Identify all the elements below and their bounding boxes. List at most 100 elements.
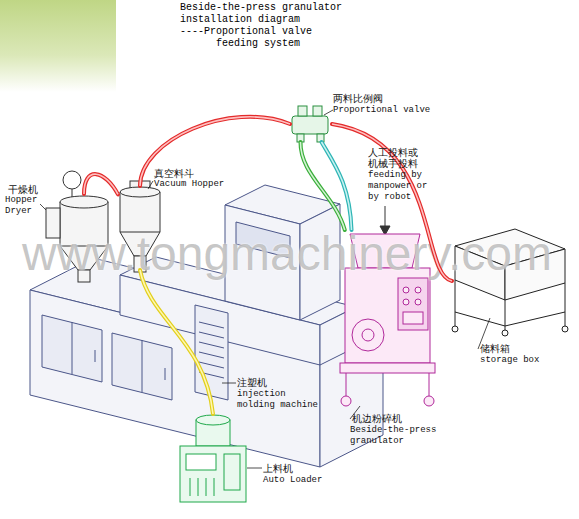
auto-loader-part: [224, 454, 240, 490]
injection-machine-part: [199, 372, 224, 378]
machine-node: 上料机Auto Loader: [178, 414, 248, 506]
machine-label: 注塑机: [237, 377, 267, 388]
machine-label: Beside-the-press granulator: [350, 425, 442, 447]
injection-machine-part: [72, 322, 73, 374]
granulator-part: [398, 278, 428, 330]
hose-line: [332, 124, 452, 281]
leader-line-part: [247, 468, 262, 469]
injection-machine-part: [112, 333, 172, 400]
storage-box-part: [452, 326, 458, 332]
machine-node: 注塑机injection molding machine: [30, 300, 330, 410]
injection-machine-part: [195, 305, 228, 400]
machine-label: 机边粉碎机: [352, 413, 402, 424]
hose-line: [140, 270, 213, 414]
storage-box-part: [565, 283, 566, 326]
storage-box-part: [455, 312, 565, 326]
hopper-dryer-part: [63, 171, 81, 189]
hose-line: [140, 270, 213, 414]
storage-box-part: [562, 326, 568, 332]
auto-loader-part: [206, 478, 207, 496]
auto-loader-part: [186, 454, 216, 470]
auto-loader-part: [196, 415, 230, 425]
proportional-valve-part: [313, 106, 322, 116]
hose-line: [84, 174, 118, 194]
machine-label: 上料机: [263, 463, 293, 474]
machine-label: 干燥机: [8, 184, 38, 195]
hose-line: [140, 117, 290, 186]
hose-line: [84, 174, 118, 194]
machine-node: 两料比例阀Proportional valve: [290, 112, 332, 142]
machine-label: injection molding machine: [237, 389, 325, 411]
storage-box-part: [455, 280, 456, 326]
storage-box-part: [502, 330, 508, 336]
hose-line: [140, 117, 290, 186]
granulator-part: [403, 299, 409, 305]
machine-label: Vacuum Hopper: [154, 179, 224, 190]
corner-band: [0, 0, 116, 92]
injection-machine-part: [42, 315, 102, 382]
hose-line: [322, 142, 352, 230]
auto-loader-part: [190, 478, 191, 496]
machine-node: 真空料斗Vacuum Hopper: [118, 186, 162, 270]
leader-line: [40, 110, 490, 468]
injection-machine-part: [142, 340, 143, 392]
watermark: www.tongmachinery.com: [22, 228, 552, 280]
hose-line: [300, 142, 344, 230]
injection-machine-part: [199, 342, 224, 348]
granulator-part: [403, 312, 423, 324]
machine-label: 储料箱: [480, 343, 510, 354]
machine-label: Proportional valve: [333, 105, 430, 116]
machine-label: 真空料斗: [154, 168, 194, 179]
feed-note: 人工投料或机械手投料: [368, 147, 420, 169]
proportional-valve-part: [297, 134, 304, 142]
granulator-part: [346, 373, 347, 396]
proportional-valve-part: [317, 134, 324, 142]
injection-machine-part: [165, 368, 166, 380]
hose-line: [140, 117, 290, 186]
granulator-part: [429, 373, 430, 396]
hose-line: [332, 124, 452, 281]
granulator-part: [340, 363, 435, 373]
leader-line-part: [148, 181, 153, 189]
injection-machine-part: [95, 350, 96, 362]
leader-line-part: [40, 204, 46, 210]
granulator-part: [415, 287, 421, 293]
hose-line: [84, 174, 118, 194]
feed-note: feeding by manpower or by robot: [368, 170, 434, 203]
machine-label: Auto Loader: [263, 475, 322, 486]
feed-arrow-part: [385, 206, 386, 228]
injection-machine-part: [199, 352, 224, 358]
machine-node: 干燥机Hopper Dryer: [58, 194, 110, 274]
hopper-dryer-part: [60, 196, 108, 208]
auto-loader-part: [180, 446, 246, 502]
machine-label: Hopper Dryer: [5, 195, 45, 217]
auto-loader-part: [214, 478, 215, 496]
granulator-part: [362, 329, 374, 341]
injection-machine-part: [199, 322, 224, 328]
proportional-valve: [292, 106, 328, 142]
leader-line-part: [324, 110, 333, 115]
machine-node: 机边粉碎机Beside-the-press granulator: [340, 230, 436, 408]
title-shape: [306, 2, 348, 50]
proportional-valve-part: [292, 116, 328, 134]
hose-line: [300, 142, 344, 230]
granulator-part: [415, 299, 421, 305]
machine-label: storage box: [480, 355, 539, 366]
hose-line: [332, 124, 452, 281]
injection-machine-part: [199, 362, 224, 368]
auto-loader-part: [198, 478, 199, 496]
auto-loader: [180, 415, 246, 502]
leader-line-part: [222, 383, 236, 384]
hose-line: [300, 142, 344, 230]
granulator-part: [403, 287, 409, 293]
machine-node: 储料箱storage box: [452, 226, 567, 336]
title-shape: [180, 2, 216, 50]
title: Beside-the-press granulator installation…: [180, 2, 348, 50]
hose-line: [322, 142, 352, 230]
granulator-part: [345, 268, 430, 363]
proportional-valve-part: [298, 106, 307, 116]
